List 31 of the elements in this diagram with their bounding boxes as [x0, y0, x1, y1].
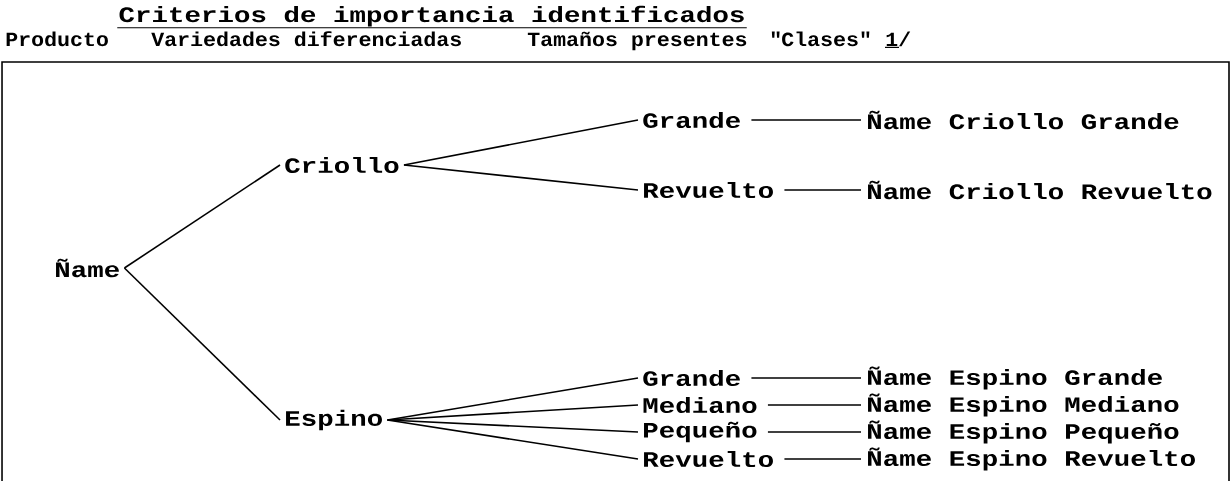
connector-line — [386, 419, 639, 460]
connector-line — [783, 189, 862, 191]
connector-line — [750, 377, 862, 379]
tree-label: Revuelto — [644, 450, 773, 468]
connector-line — [767, 431, 862, 433]
tree-label: Espino — [286, 409, 382, 431]
connector-line — [750, 119, 862, 121]
connector-line — [403, 164, 639, 191]
connector-line — [123, 267, 281, 421]
connector-line — [783, 458, 862, 460]
tree-label: Grande — [643, 369, 740, 387]
tree-label: Ñame Criollo Revuelto — [868, 180, 1212, 200]
connector-line — [123, 164, 281, 269]
tree-label: Mediano — [643, 396, 757, 414]
tree-label: Criollo — [285, 156, 399, 174]
tree-label: Ñame — [56, 258, 119, 278]
tree-label: Ñame Espino Mediano — [868, 393, 1179, 417]
tree-label: Pequeño — [644, 421, 757, 443]
tree-label: Ñame Espino Grande — [868, 366, 1162, 390]
tree-label: Grande — [643, 111, 740, 129]
tree-label: Ñame Espino Pequeño — [868, 420, 1179, 444]
column-heading: "Clases" — [771, 31, 870, 47]
column-heading: Variedades diferenciadas — [151, 31, 461, 47]
column-heading: 1/ — [886, 31, 911, 47]
column-heading: Tamaños presentes — [527, 31, 747, 51]
connector-line — [767, 404, 862, 406]
tree-label: Ñame Criollo Grande — [868, 110, 1179, 130]
tree-label: Revuelto — [644, 181, 773, 199]
title: Criterios de importancia identificados — [119, 5, 744, 27]
tree-label: Ñame Espino Revuelto — [868, 447, 1195, 471]
column-heading: Producto — [6, 31, 108, 47]
